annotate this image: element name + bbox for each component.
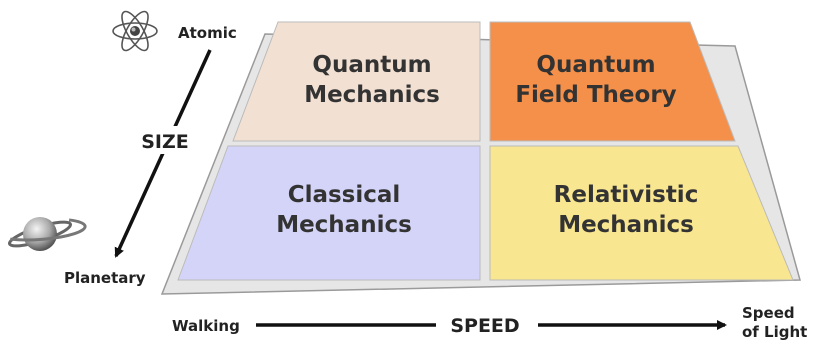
cell-relativistic-mechanics (489, 145, 794, 281)
size-bottom-label: Planetary (64, 269, 146, 287)
speed-right-label-line2: of Light (742, 323, 807, 341)
speed-right-label-line1: Speed (742, 304, 795, 322)
planet-icon (7, 217, 87, 251)
atom-icon (112, 10, 158, 52)
relativistic-mechanics-line1: Relativistic (554, 182, 699, 208)
quantum-mechanics-line2: Mechanics (304, 82, 440, 108)
quantum-mechanics-line1: Quantum (312, 52, 431, 78)
classical-mechanics-line1: Classical (288, 182, 401, 208)
size-axis-title: SIZE (141, 131, 189, 153)
size-top-label: Atomic (178, 24, 237, 42)
size-title-backdrop (134, 126, 196, 154)
quantum-field-theory-line1: Quantum (536, 52, 655, 78)
classical-mechanics-line2: Mechanics (276, 212, 412, 238)
relativistic-mechanics-line2: Mechanics (558, 212, 694, 238)
cell-quantum-field-theory (489, 21, 736, 142)
cell-classical-mechanics (177, 145, 481, 281)
cell-quantum-mechanics (232, 21, 481, 142)
quantum-field-theory-line2: Field Theory (515, 82, 676, 108)
speed-axis-title: SPEED (450, 315, 519, 337)
speed-left-label: Walking (172, 317, 240, 335)
